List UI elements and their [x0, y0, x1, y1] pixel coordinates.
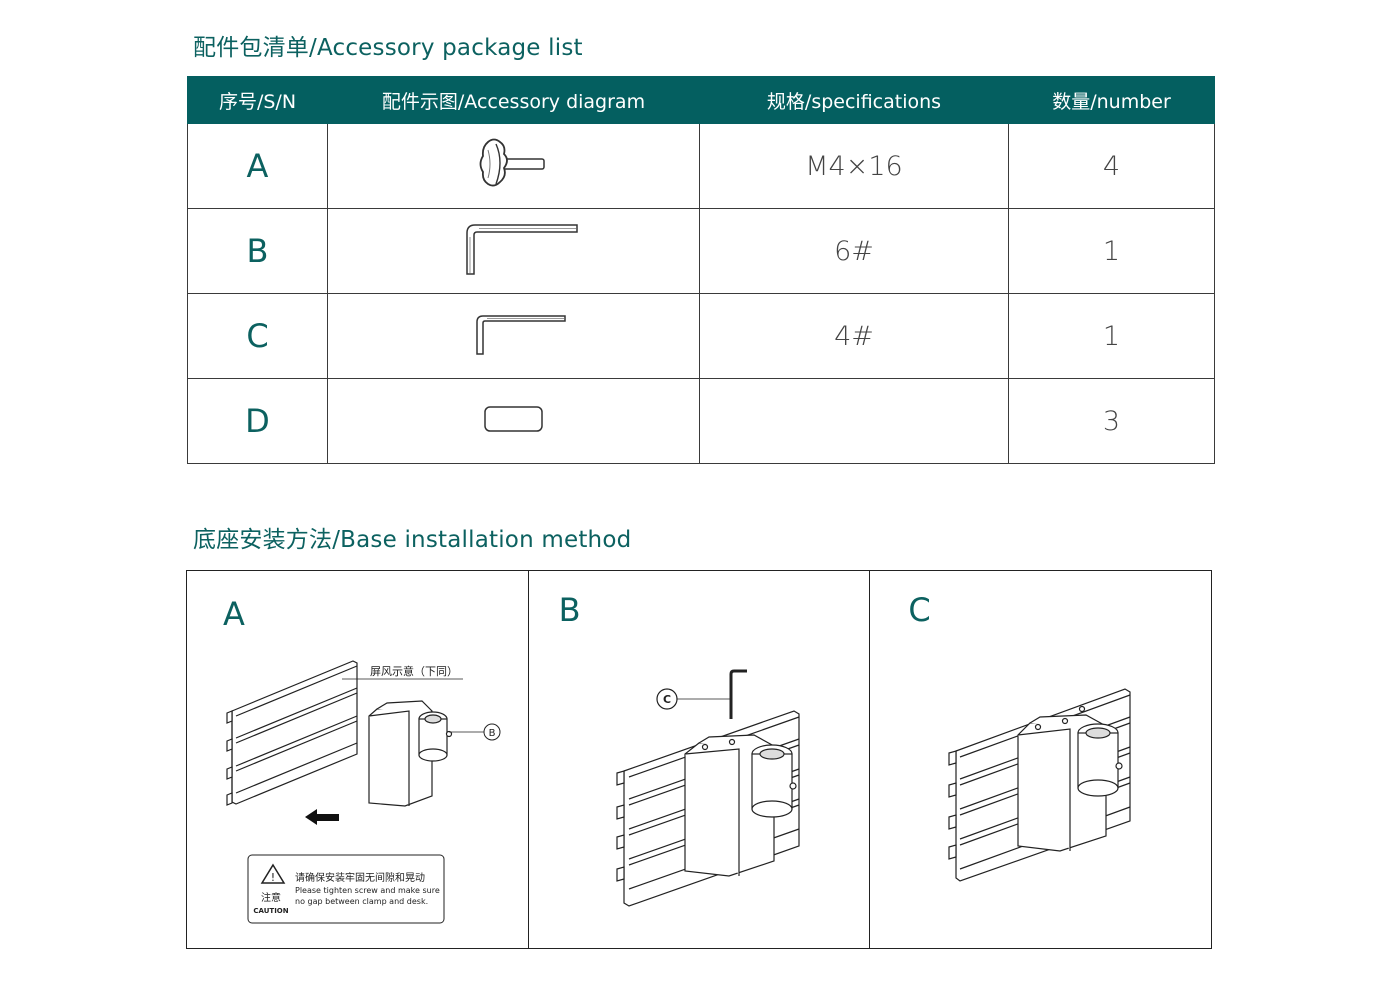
large-hex-key-icon [465, 223, 578, 275]
step-b-illustration: C [616, 669, 800, 907]
row-spec: M4×16 [699, 123, 1009, 209]
row-qty: 1 [1008, 293, 1215, 379]
svg-text:注意: 注意 [261, 891, 281, 904]
svg-text:!: ! [271, 871, 275, 884]
clamp-bracket-icon [684, 734, 797, 877]
row-sn: A [187, 123, 328, 209]
warning-triangle-icon [260, 863, 286, 884]
step-panel-b: B [529, 571, 871, 948]
table-row: C 4# 1 [187, 293, 1215, 379]
accessory-list-title: 配件包清单/Accessory package list [193, 35, 583, 61]
svg-text:请确保安装牢固无间隙和晃动: 请确保安装牢固无间隙和晃动 [295, 871, 425, 884]
thumb-screw-icon [479, 138, 545, 186]
step-label: B [558, 591, 581, 629]
header-sn: 序号/S/N [187, 76, 328, 124]
row-diagram [327, 208, 700, 294]
row-diagram [327, 293, 700, 379]
svg-text:Please tighten screw and make: Please tighten screw and make sure [295, 886, 440, 895]
table-row: B 6# 1 [187, 208, 1215, 294]
row-sn: B [187, 208, 328, 294]
accessory-table: 序号/S/N 配件示图/Accessory diagram 规格/specifi… [187, 76, 1215, 464]
step-label: C [908, 591, 931, 629]
step-label: A [223, 595, 245, 633]
small-hex-key-icon [475, 314, 566, 355]
step-a-illustration: 屏风示意（下同） B ! 注意 CAUTION 请确保安装牢固无间隙和晃动 Pl… [226, 660, 501, 924]
row-sn: C [187, 293, 328, 379]
header-diagram: 配件示图/Accessory diagram [327, 76, 700, 124]
svg-text:CAUTION: CAUTION [253, 907, 288, 915]
svg-text:no gap between clamp and desk.: no gap between clamp and desk. [295, 897, 428, 906]
row-sn: D [187, 378, 328, 464]
row-qty: 4 [1008, 123, 1215, 209]
row-qty: 3 [1008, 378, 1215, 464]
clamp-bracket-icon [1017, 705, 1123, 852]
callout-marker: C [663, 693, 671, 706]
table-row: A M4×16 4 [187, 123, 1215, 209]
slatwall-rail-icon [226, 660, 358, 806]
header-number: 数量/number [1008, 76, 1215, 124]
clamp-bracket-icon [368, 700, 453, 807]
row-qty: 1 [1008, 208, 1215, 294]
row-spec: 6# [699, 208, 1009, 294]
rubber-pad-icon [483, 405, 543, 432]
row-diagram [327, 378, 700, 464]
installation-panels: A [186, 570, 1212, 949]
callout-marker: B [489, 728, 496, 739]
row-spec: 4# [699, 293, 1009, 379]
row-spec [699, 378, 1009, 464]
step-panel-c: C [870, 571, 1211, 948]
table-row: D 3 [187, 378, 1215, 464]
installation-title: 底座安装方法/Base installation method [193, 527, 632, 553]
screen-note-text: 屏风示意（下同） [370, 664, 458, 678]
step-panel-a: A [187, 571, 529, 948]
hex-key-icon [729, 669, 747, 719]
accessory-table-header: 序号/S/N 配件示图/Accessory diagram 规格/specifi… [187, 76, 1215, 124]
caution-box: ! 注意 CAUTION 请确保安装牢固无间隙和晃动 Please tighte… [247, 854, 445, 924]
left-arrow-icon [305, 809, 339, 825]
step-c-illustration [948, 688, 1131, 882]
header-specifications: 规格/specifications [699, 76, 1009, 124]
row-diagram [327, 123, 700, 209]
